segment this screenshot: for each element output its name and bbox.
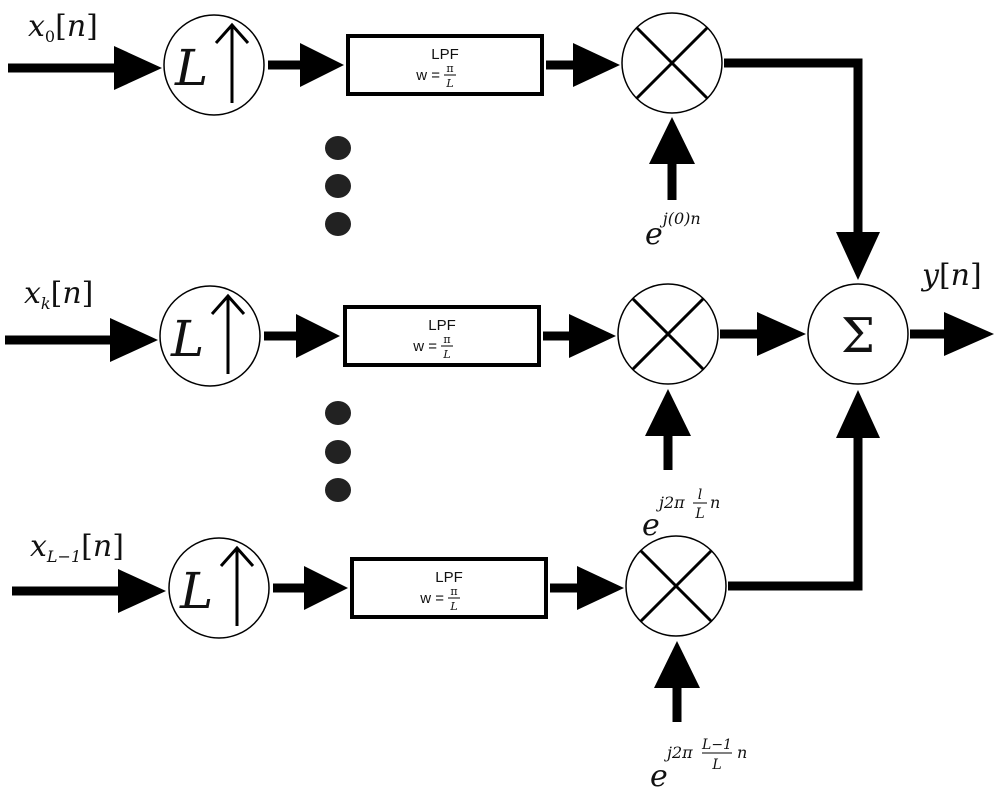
lpf-block-0: LPF w = π L [346,34,544,96]
upsampler-0: L [163,14,265,116]
wire-mult-to-sum-last [728,432,863,591]
arrowhead-mult-0 [573,43,620,87]
lpf-block-last: LPF w = π L [350,557,548,619]
arrowhead-sum-bottom [836,390,880,438]
wire-mult-to-sum-0 [724,58,863,238]
arrowhead-mod-k [645,389,691,436]
output-arrowhead [944,312,994,356]
lpf-cutoff-den-0: L [445,77,453,90]
input-label-last: xL−1[n] [30,529,124,566]
branch-last: xL−1[n] L LPF w = π L [12,390,880,792]
output-label: y[n] [920,258,982,293]
modulator-label-0: ej(0)n [645,209,701,252]
lpf-cutoff-label-k: w = [412,338,437,355]
lpf-cutoff-num-0: π [446,62,453,75]
modulator-frac-num-k: l [698,487,702,503]
arrowhead-lpf-last [304,566,348,610]
lpf-block-k: LPF w = π L [343,305,541,367]
lpf-cutoff-num-k: π [443,333,450,346]
arrowhead-mod-0 [649,117,695,164]
modulator-label-last: e [650,759,668,792]
lpf-cutoff-den-last: L [449,600,457,613]
multiplier-last [625,535,727,637]
arrowhead-mult-k [569,314,616,358]
upsampler-factor-0: L [174,39,208,97]
lpf-cutoff-label-last: w = [419,590,444,607]
lpf-name-0: LPF [431,46,459,63]
lpf-cutoff-num-last: π [450,585,457,598]
upsampler-last: L [168,537,270,639]
up-arrow-icon [219,545,255,626]
upsampler-factor-k: L [170,310,204,368]
input-arrowhead-last [118,569,166,613]
input-label-k: xk[n] [24,276,93,313]
arrowhead-sum-left [757,312,806,356]
modulator-exp-prefix-last: j2π [664,743,693,762]
arrowhead-lpf-0 [300,43,344,87]
cross-icon [639,549,713,623]
ellipsis-dots-upper [325,136,351,236]
ellipsis-dots-lower [325,401,351,502]
upsampler-k: L [159,285,261,387]
sigma-icon: Σ [841,308,875,364]
modulator-label-k: e [642,508,660,543]
modulator-frac-num-last: L−1 [701,737,732,753]
modulator-exp-suffix-k: n [710,493,720,512]
summer: Σ [807,283,909,385]
lpf-name-k: LPF [428,317,456,334]
lpf-cutoff-label-0: w = [415,67,440,84]
multiplier-0 [621,12,723,114]
multiplier-k [617,283,719,385]
branch-k: xk[n] L LPF w = π L [5,276,806,543]
arrowhead-sum-top [836,232,880,280]
branch-0: x0[n] L LPF w = π L [8,9,880,280]
input-arrowhead-0 [114,46,162,90]
cross-icon [635,26,709,100]
modulator-exp-suffix-last: n [737,743,747,762]
arrowhead-mult-last [577,566,624,610]
up-arrow-icon [210,293,246,374]
cross-icon [631,297,705,371]
modulator-frac-den-k: L [694,506,704,522]
modulator-frac-den-last: L [711,757,721,773]
arrowhead-mod-last [654,641,700,688]
lpf-name-last: LPF [435,569,463,586]
modulator-exp-prefix-k: j2π [656,493,685,512]
arrowhead-lpf-k [296,314,340,358]
lpf-cutoff-den-k: L [442,348,450,361]
upsampler-factor-last: L [179,562,213,620]
input-arrowhead-k [110,318,158,362]
up-arrow-icon [214,22,250,103]
input-label-0: x0[n] [28,9,98,46]
